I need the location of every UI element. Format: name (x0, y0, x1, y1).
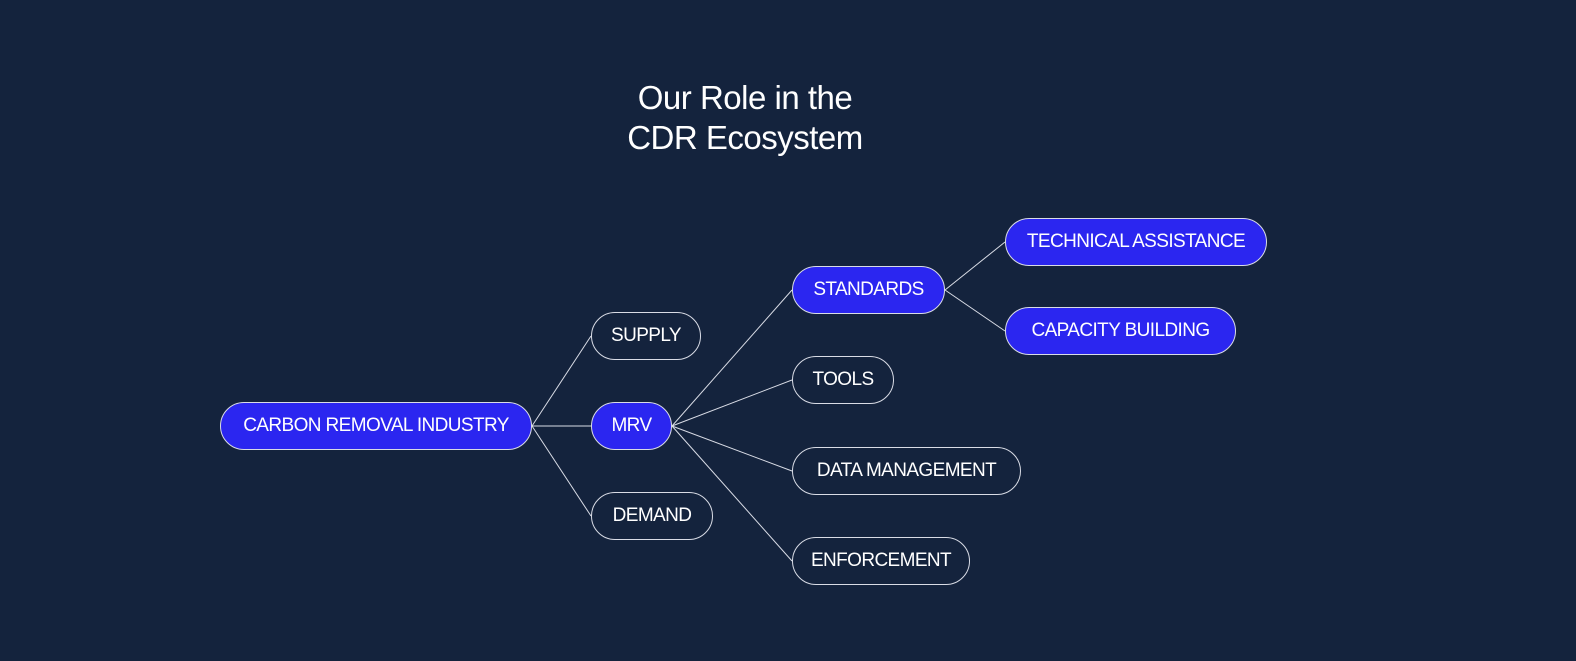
connector-mrv-tools (671, 379, 793, 427)
connector-mrv-enforcement (671, 425, 793, 562)
node-data-management: DATA MANAGEMENT (792, 447, 1021, 495)
title-line-1: Our Role in the (637, 79, 853, 117)
title-line-2: CDR Ecosystem (627, 119, 863, 157)
node-technical-assistance: TECHNICAL ASSISTANCE (1005, 218, 1267, 266)
connector-industry-demand (531, 425, 592, 517)
node-enforcement: ENFORCEMENT (792, 537, 970, 585)
connector-industry-supply (531, 335, 592, 427)
node-tools: TOOLS (792, 356, 894, 404)
connector-standards-technical-assistance (944, 241, 1006, 291)
diagram-title: Our Role in the CDR Ecosystem (600, 78, 890, 158)
node-mrv: MRV (591, 402, 672, 450)
connector-mrv-data-management (671, 425, 793, 472)
node-demand: DEMAND (591, 492, 713, 540)
node-carbon-removal-industry: CARBON REMOVAL INDUSTRY (220, 402, 532, 450)
connector-standards-capacity-building (944, 289, 1006, 332)
connector-mrv-standards (671, 289, 793, 427)
node-capacity-building: CAPACITY BUILDING (1005, 307, 1236, 355)
node-supply: SUPPLY (591, 312, 701, 360)
node-standards: STANDARDS (792, 266, 945, 314)
